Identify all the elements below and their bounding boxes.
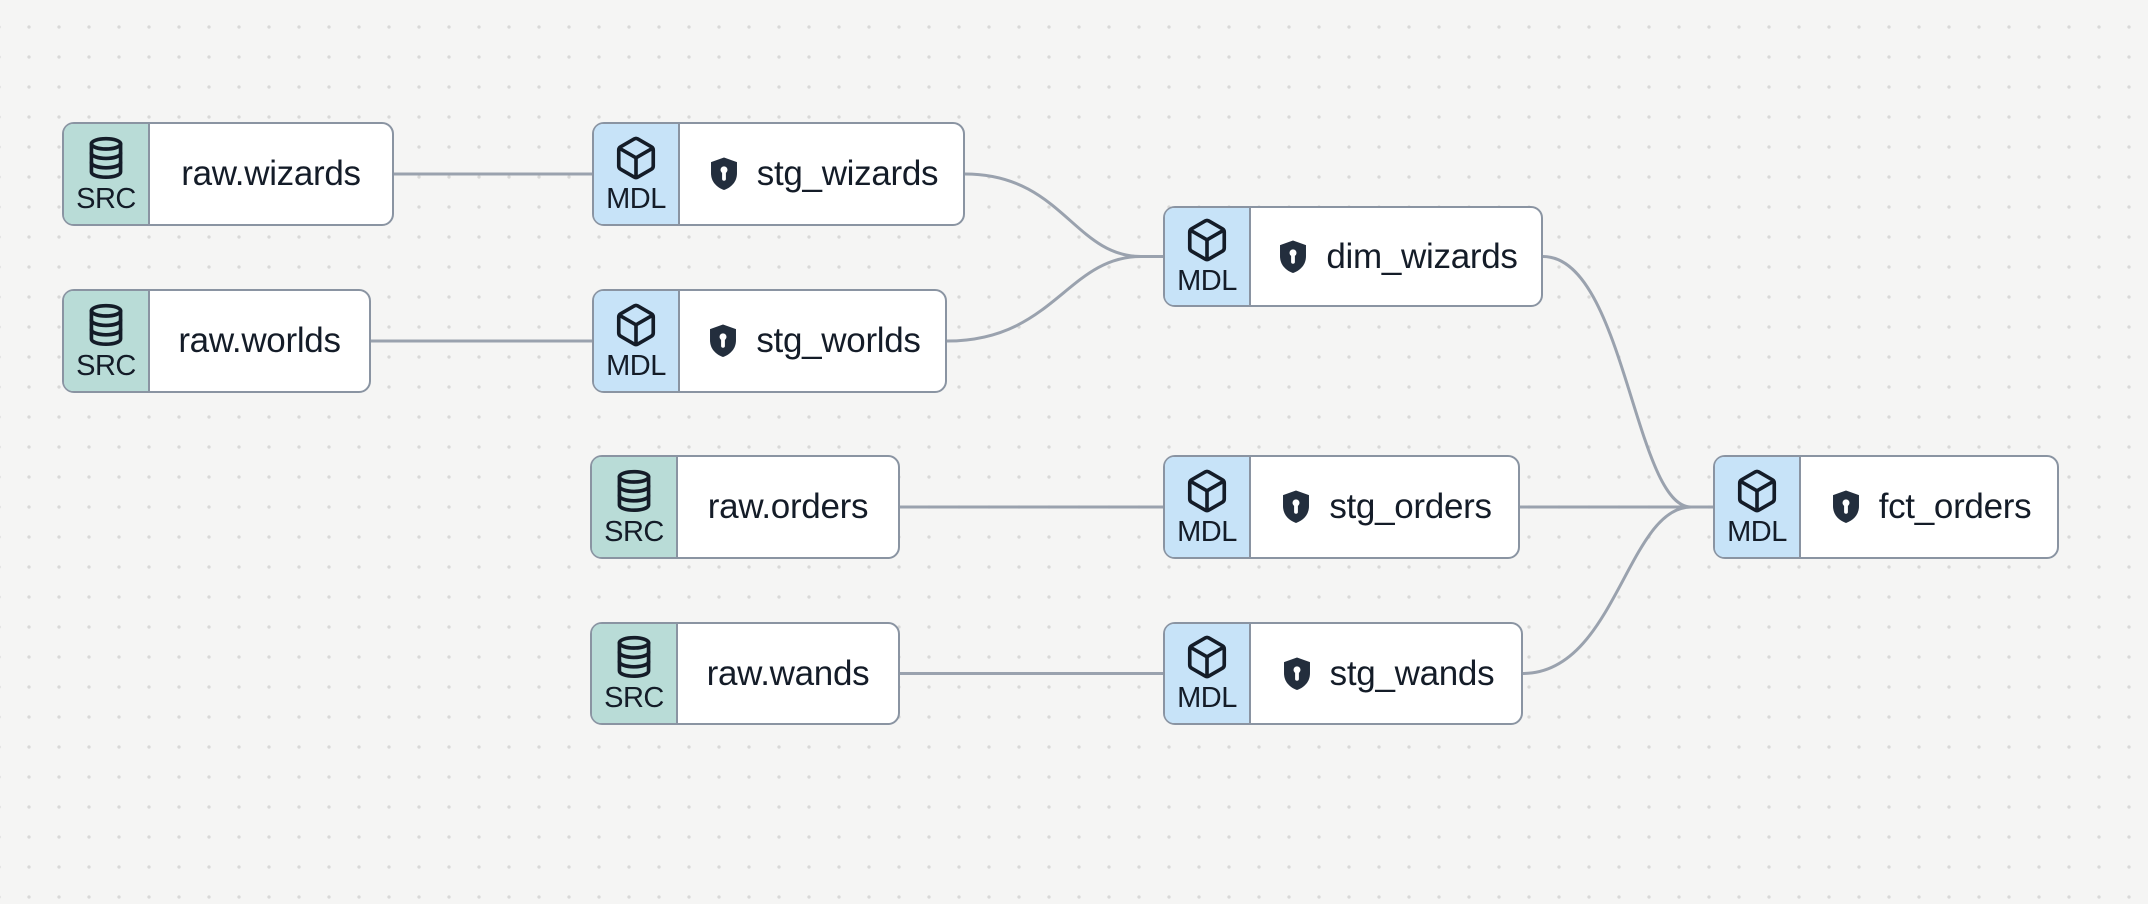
database-icon (89, 303, 123, 346)
node-body: fct_orders (1801, 457, 2057, 557)
node-body: stg_wands (1251, 624, 1521, 723)
node-body: stg_worlds (680, 291, 945, 391)
badge-label: SRC (76, 349, 136, 382)
node-type-badge: SRC (592, 624, 678, 723)
node-stg_orders[interactable]: MDL stg_orders (1163, 455, 1520, 559)
node-type-badge: MDL (1165, 208, 1251, 305)
badge-label: SRC (604, 682, 664, 714)
node-dim_wizards[interactable]: MDL dim_wizards (1163, 206, 1543, 307)
edge-dim_wizards-to-fct_orders (1541, 255, 1715, 509)
badge-label: MDL (1177, 682, 1237, 714)
node-body: raw.orders (678, 457, 898, 557)
node-label: stg_wands (1329, 653, 1495, 693)
node-stg_worlds[interactable]: MDL stg_worlds (592, 289, 947, 393)
badge-label: MDL (1177, 265, 1237, 297)
cube-icon (1187, 218, 1227, 262)
edge-stg_wands-to-fct_orders (1521, 505, 1715, 675)
node-label: stg_worlds (756, 321, 921, 360)
cube-icon (1187, 635, 1227, 679)
cube-icon (616, 136, 656, 179)
node-type-badge: SRC (64, 291, 150, 391)
node-label: raw.wizards (181, 154, 361, 193)
node-raw_wizards[interactable]: SRC raw.wizards (62, 122, 394, 226)
node-body: raw.wizards (150, 124, 392, 224)
badge-label: MDL (1727, 515, 1787, 548)
node-stg_wands[interactable]: MDL stg_wands (1163, 622, 1523, 725)
node-type-badge: SRC (64, 124, 150, 224)
node-label: raw.worlds (178, 321, 341, 360)
node-label: dim_wizards (1326, 236, 1518, 276)
node-fct_orders[interactable]: MDL fct_orders (1713, 455, 2059, 559)
badge-label: SRC (76, 182, 136, 215)
node-body: raw.worlds (150, 291, 369, 391)
cube-icon (1737, 469, 1777, 512)
node-raw_orders[interactable]: SRC raw.orders (590, 455, 900, 559)
node-type-badge: MDL (1165, 624, 1251, 723)
shield-lock-icon (1283, 490, 1310, 523)
node-label: stg_orders (1329, 487, 1492, 526)
database-icon (89, 136, 123, 179)
cube-icon (616, 303, 656, 346)
node-label: raw.orders (707, 487, 869, 526)
badge-label: SRC (604, 515, 664, 548)
node-label: stg_wizards (756, 154, 939, 193)
shield-lock-icon (1280, 240, 1307, 273)
shield-lock-icon (1832, 490, 1859, 523)
shield-lock-icon (710, 157, 737, 190)
edge-stg_worlds-to-dim_wizards (945, 255, 1165, 343)
node-label: raw.wands (706, 653, 870, 693)
badge-label: MDL (1177, 515, 1237, 548)
database-icon (617, 469, 651, 512)
node-body: stg_wizards (680, 124, 963, 224)
node-stg_wizards[interactable]: MDL stg_wizards (592, 122, 965, 226)
node-body: dim_wizards (1251, 208, 1541, 305)
node-raw_worlds[interactable]: SRC raw.worlds (62, 289, 371, 393)
node-label: fct_orders (1878, 487, 2032, 526)
node-type-badge: MDL (1165, 457, 1251, 557)
shield-lock-icon (1283, 657, 1310, 690)
node-type-badge: MDL (1715, 457, 1801, 557)
shield-lock-icon (710, 324, 737, 357)
database-icon (617, 635, 651, 678)
node-type-badge: SRC (592, 457, 678, 557)
node-raw_wands[interactable]: SRC raw.wands (590, 622, 900, 725)
node-body: stg_orders (1251, 457, 1518, 557)
badge-label: MDL (606, 349, 666, 382)
node-type-badge: MDL (594, 291, 680, 391)
badge-label: MDL (606, 182, 666, 215)
node-type-badge: MDL (594, 124, 680, 224)
node-body: raw.wands (678, 624, 898, 723)
edge-stg_wizards-to-dim_wizards (963, 172, 1165, 258)
cube-icon (1187, 469, 1227, 512)
